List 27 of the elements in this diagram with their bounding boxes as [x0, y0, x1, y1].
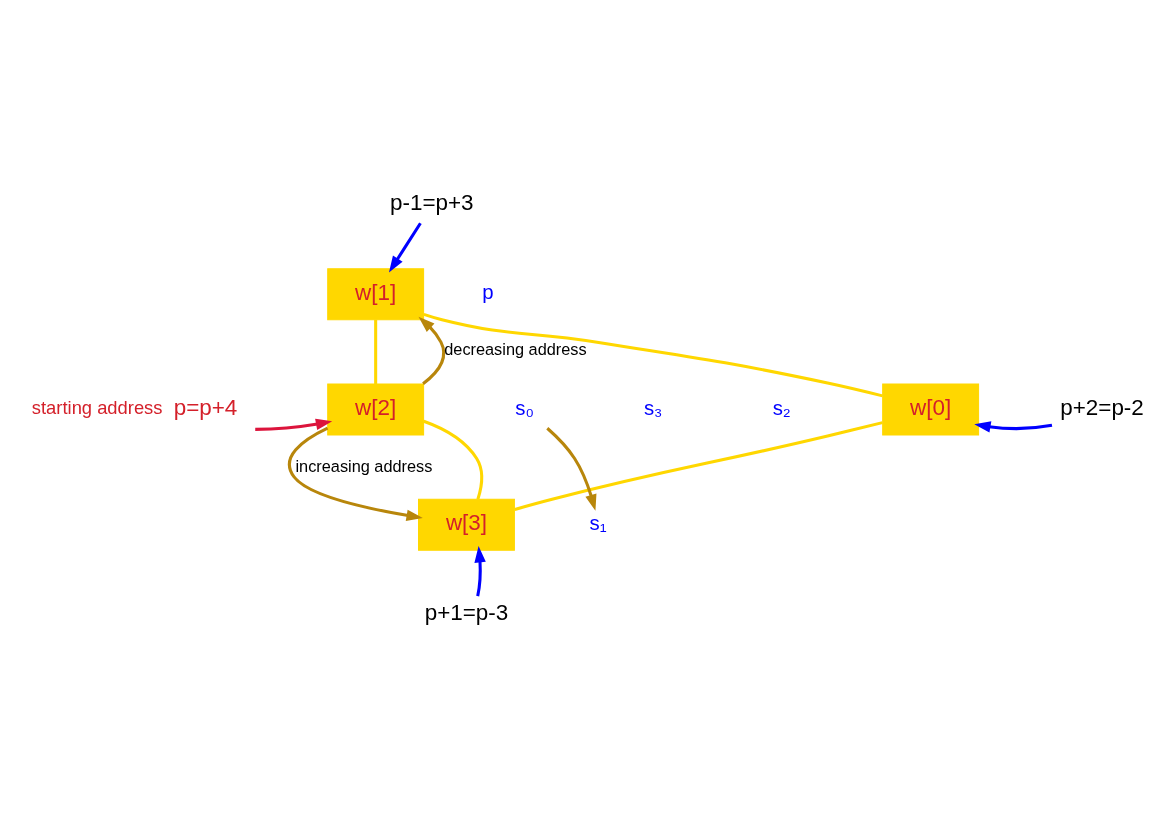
- arrow: [974, 421, 1053, 433]
- connector: [374, 319, 378, 384]
- edge-label: decreasing address: [444, 340, 587, 359]
- node-label: starting address: [31, 396, 163, 418]
- node-text: s₀: [515, 396, 534, 419]
- edge-label: increasing address: [295, 456, 433, 475]
- connector: [423, 312, 883, 398]
- arrow: [388, 222, 422, 273]
- arrow: [287, 426, 423, 521]
- arrow: [474, 546, 486, 597]
- node-text: p+2=p-2: [1060, 395, 1144, 421]
- connector: [514, 421, 883, 511]
- node-box: w[3]: [418, 498, 515, 551]
- connector: [423, 419, 484, 500]
- node-text: p+1=p-3: [424, 600, 509, 626]
- node-text: s₁: [589, 511, 607, 534]
- node-box: w[2]: [327, 383, 425, 436]
- arrow: [546, 427, 597, 511]
- node-text: p=p+4: [173, 395, 238, 421]
- arrow: [418, 316, 446, 385]
- label: s₂: [772, 396, 791, 419]
- arrow: [255, 418, 333, 431]
- node-box: w[1]: [327, 268, 425, 321]
- node-text: p-1=p+3: [389, 190, 474, 216]
- node-box: w[0]: [882, 383, 980, 436]
- label: p: [482, 281, 494, 304]
- label: s₃: [643, 396, 663, 419]
